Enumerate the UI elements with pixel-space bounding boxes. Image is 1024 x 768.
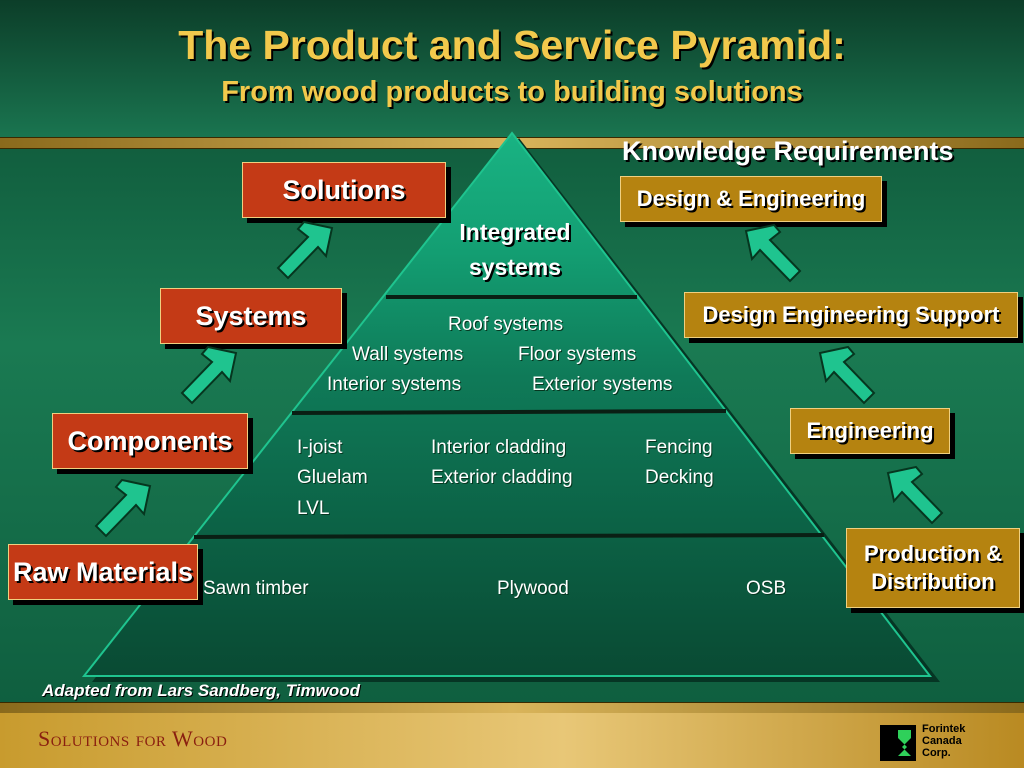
source-credit: Adapted from Lars Sandberg, Timwood <box>42 681 360 700</box>
tier4-plywood: Plywood <box>497 578 569 599</box>
production-line: Production & <box>863 541 1003 566</box>
systems-box: Systems <box>160 288 342 344</box>
raw-materials-box: Raw Materials <box>8 544 198 600</box>
arrow-up-right-icon <box>276 220 334 280</box>
slide-title: The Product and Service Pyramid: <box>178 22 846 68</box>
tier2-wall-systems: Wall systems <box>352 344 464 365</box>
arrow-up-right-icon <box>180 345 238 405</box>
engineering-box: Engineering <box>790 408 950 454</box>
tier-divider-2 <box>291 409 727 415</box>
logo-line-1: Forintek <box>922 723 966 735</box>
tier2-exterior-systems: Exterior systems <box>532 374 673 395</box>
solutions-box: Solutions <box>242 162 446 218</box>
tier-divider-3 <box>193 533 825 539</box>
arrow-up-left-icon <box>818 345 876 405</box>
tier2-interior-systems: Interior systems <box>327 374 462 395</box>
tier3-ijoist: I-joist <box>297 437 343 458</box>
tier4-sawn-timber: Sawn timber <box>203 578 309 599</box>
pyramid-body <box>81 131 933 677</box>
tier1-line2: systems <box>468 254 562 280</box>
tier2-roof-systems: Roof systems <box>448 314 564 335</box>
knowledge-requirements-heading: Knowledge Requirements <box>622 136 954 166</box>
arrow-up-left-icon <box>744 223 802 283</box>
tier3-lvl: LVL <box>297 498 330 519</box>
slide-subtitle: From wood products to building solutions <box>221 76 803 108</box>
footer-bar <box>0 713 1024 768</box>
logo-line-3: Corp. <box>922 747 951 759</box>
footer-brand: Solutions for Wood <box>38 726 228 751</box>
arrow-up-left-icon <box>886 465 944 525</box>
tier3-exterior-cladding: Exterior cladding <box>431 467 573 488</box>
tier3-decking: Decking <box>645 467 714 488</box>
tier3-fencing: Fencing <box>645 437 713 458</box>
components-box: Components <box>52 413 248 469</box>
header-band <box>0 0 1024 138</box>
distribution-line: Distribution <box>871 569 995 594</box>
design-engineering-box: Design & Engineering <box>620 176 882 222</box>
tier3-gluelam: Gluelam <box>297 467 368 488</box>
tier1-line1: Integrated <box>459 219 571 245</box>
arrow-up-right-icon <box>94 478 152 538</box>
forintek-logo-text: Forintek Canada Corp. <box>922 723 965 759</box>
design-engineering-support-box: Design Engineering Support <box>684 292 1018 338</box>
tier4-osb: OSB <box>746 578 787 599</box>
forintek-logo-icon <box>880 725 916 761</box>
production-distribution-box: Production & Distribution <box>846 528 1020 608</box>
logo-line-2: Canada <box>922 735 962 747</box>
tier2-floor-systems: Floor systems <box>518 344 637 365</box>
tier3-interior-cladding: Interior cladding <box>431 437 567 458</box>
